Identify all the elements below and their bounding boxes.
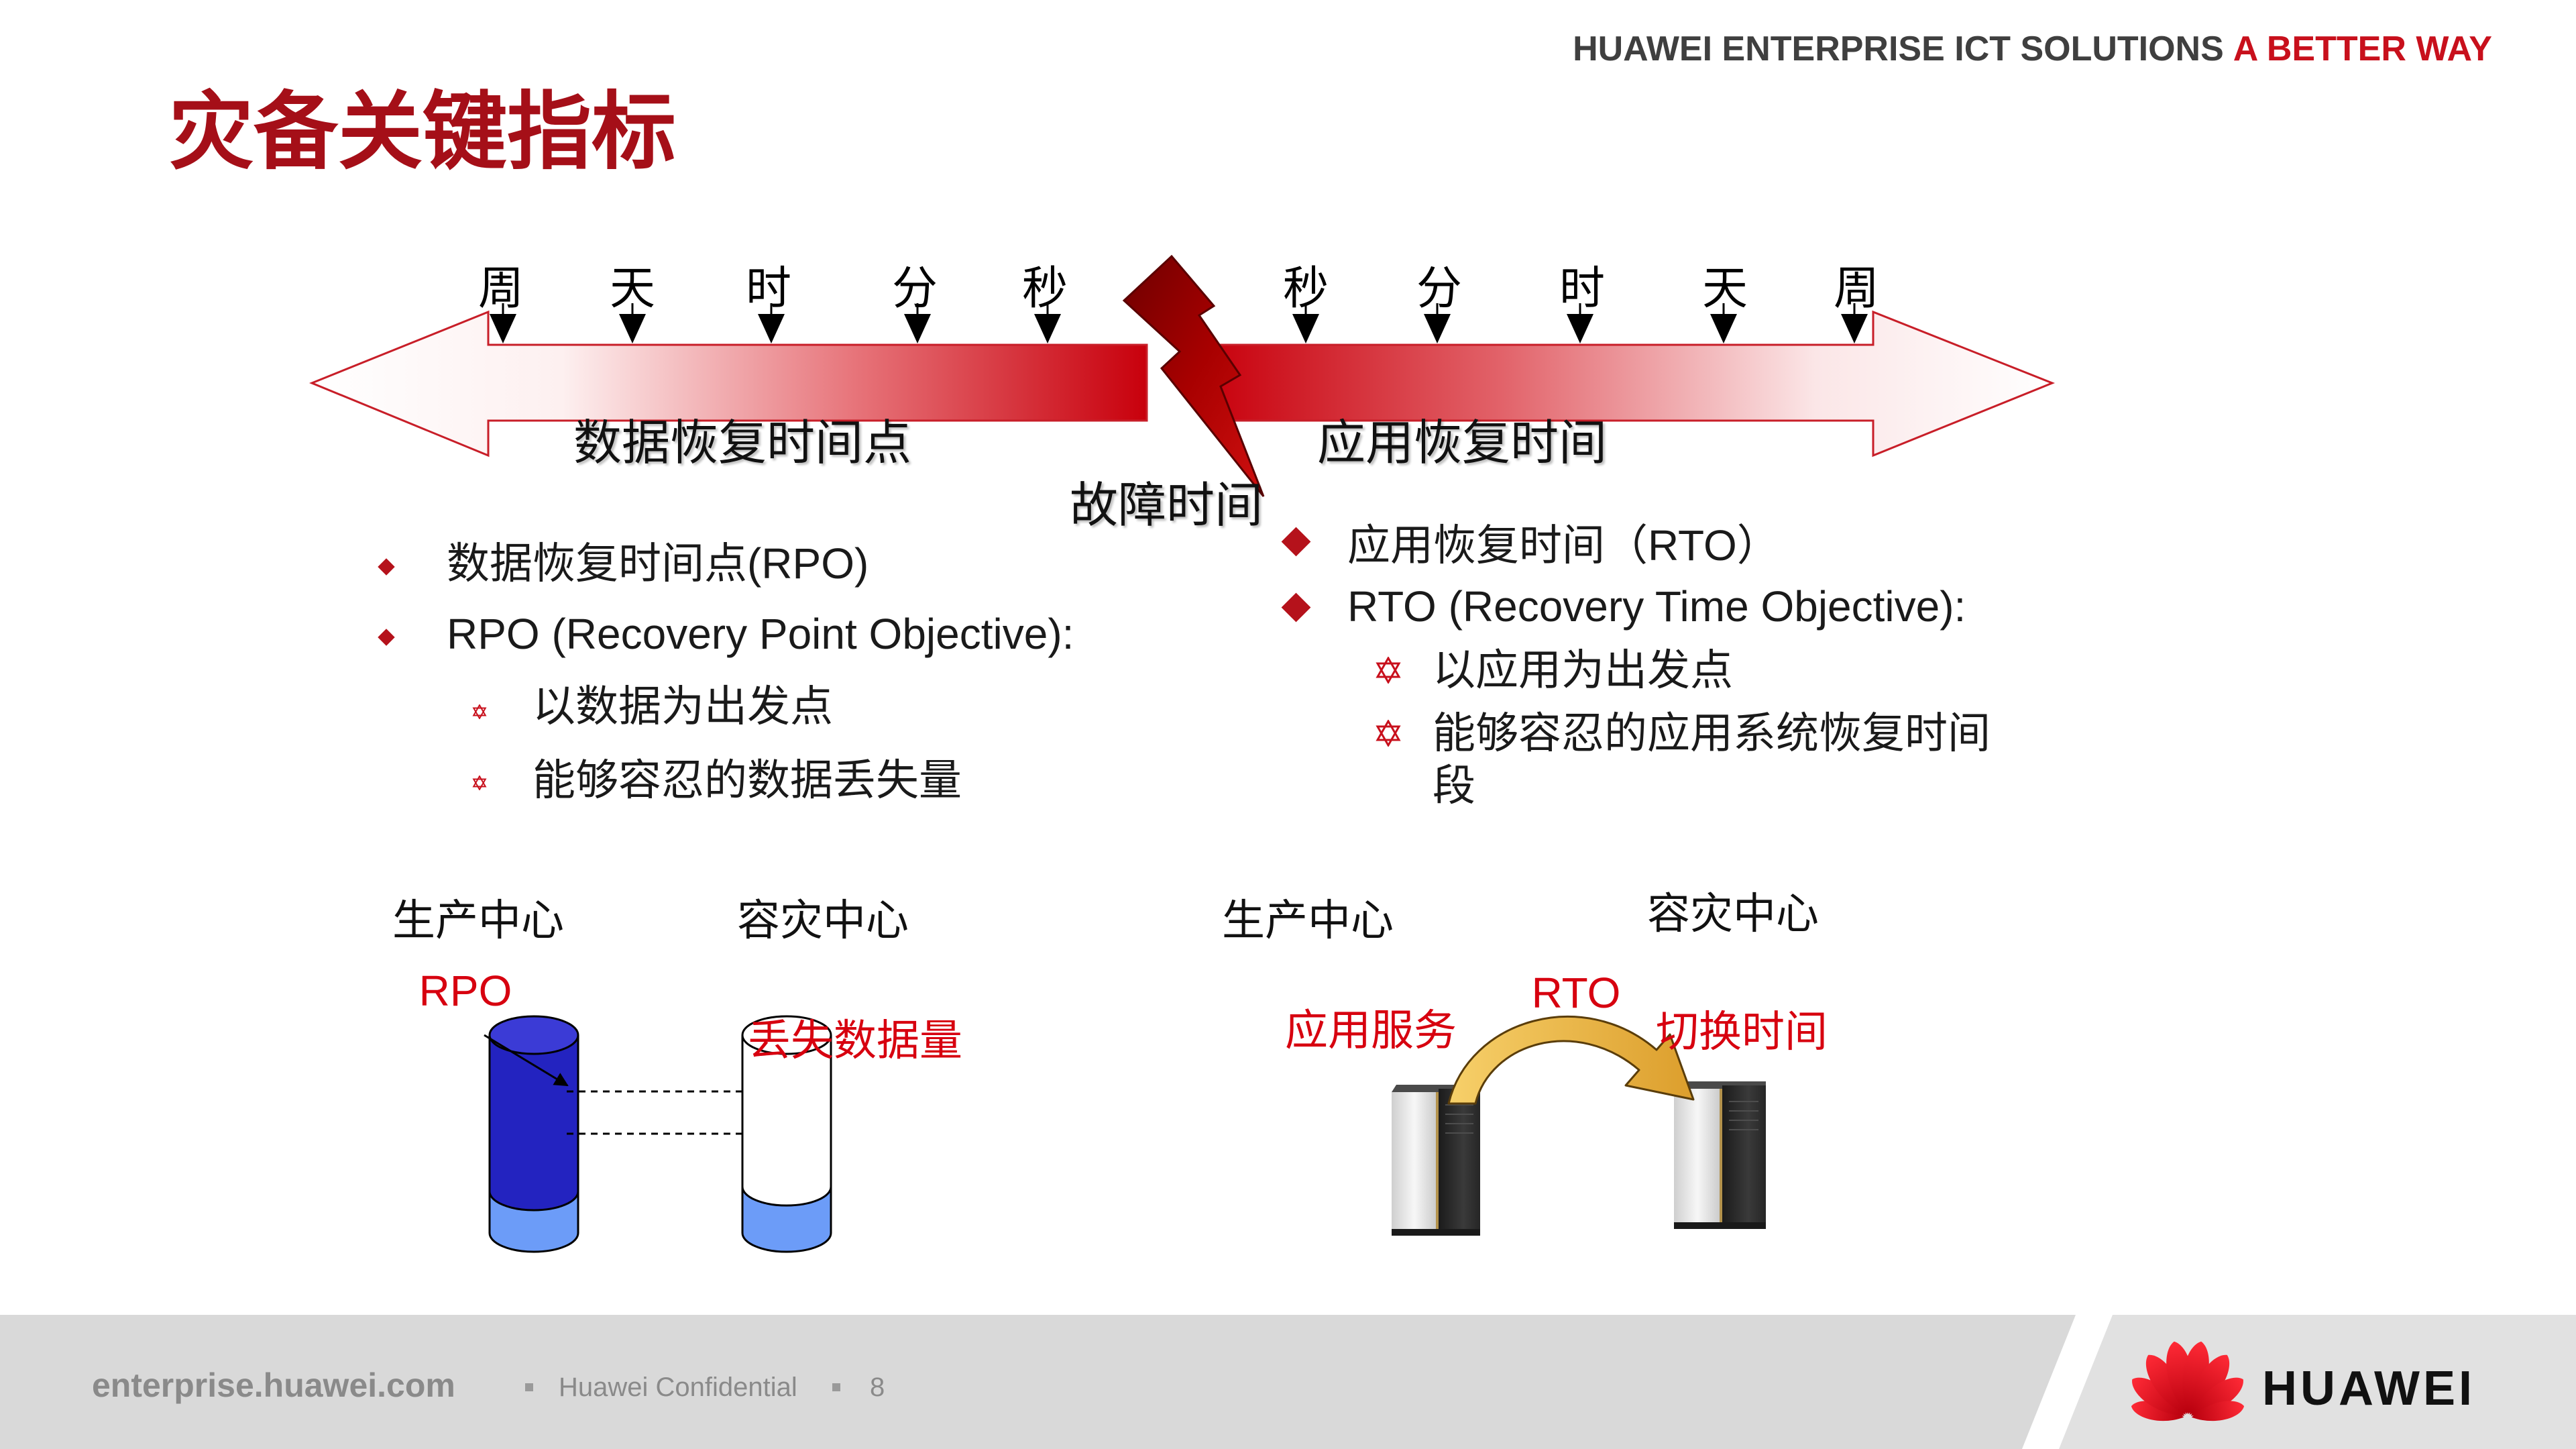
page-title: 灾备关键指标 [169,85,676,179]
logo-petal [2191,1401,2245,1421]
future-tick-label: 周 [1833,263,1880,314]
production-server-icon [1392,1085,1480,1236]
footer-confidential: Huawei Confidential [559,1373,797,1402]
rto-bullet: 应用恢复时间（RTO） [1347,521,1780,570]
star-bullet-icon [472,775,487,794]
timeline-tick-markers [490,303,1868,343]
rpo-metric-label: RPO [418,967,512,1015]
tick-marker [490,303,516,343]
recovery-point-label: 数据恢复时间点 [573,417,912,470]
logo-petal [2190,1354,2230,1415]
logo-petal [2145,1354,2186,1415]
future-tick-label: 时 [1559,263,1606,314]
tick-marker [1710,303,1737,343]
curved-arrow-icon [1447,1016,1695,1105]
header-tagline: A BETTER WAY [2233,30,2492,68]
huawei-logo-icon [2131,1341,2245,1421]
star-bullet-icon [472,704,487,722]
rpo-bullet: 数据恢复时间点(RPO) [447,539,869,588]
tick-marker [904,303,931,343]
rpo-sub-bullet: 能够容忍的数据丢失量 [533,756,962,804]
rto-sub-bullet: 能够容忍的应用系统恢复时间段 [1433,709,1991,810]
production-database-icon [488,1015,579,1253]
dr-database-icon [741,1015,832,1253]
dr-server-icon [1674,1081,1766,1229]
tick-marker [619,303,646,343]
rpo-bullet: RPO (Recovery Point Objective): [447,610,1074,658]
tick-marker [1567,303,1593,343]
switchover-time-label: 切换时间 [1656,1008,1828,1056]
data-loss-label: 丢失数据量 [748,1016,962,1065]
footer-separator-icon [832,1383,840,1391]
rto-bullet: RTO (Recovery Time Objective): [1347,582,1966,631]
tick-marker [758,303,785,343]
future-tick-label: 天 [1701,263,1748,314]
rto-production-site-label: 生产中心 [1222,896,1394,945]
footer-website: enterprise.huawei.com [92,1366,455,1404]
past-tick-label: 时 [745,263,792,314]
footer-band [0,1315,2576,1449]
rpo-sub-bullet: 以数据为出发点 [533,682,833,731]
rpo-production-site-label: 生产中心 [392,896,564,945]
data-loss-guides [567,1090,742,1135]
rpo-pointer-arrow [484,1034,569,1087]
star-bullet-icon [1375,718,1402,750]
lightning-icon [1122,254,1265,497]
logo-petal [2131,1401,2184,1421]
tick-marker [1424,303,1451,343]
logo-petal [2190,1377,2243,1416]
tick-marker [1292,303,1319,343]
footer-separator-icon [525,1383,533,1391]
recovery-time-label: 应用恢复时间 [1317,417,1608,470]
failure-time-label: 故障时间 [1069,479,1264,533]
future-tick-label: 分 [1416,263,1463,314]
rto-dr-site-label: 容灾中心 [1647,890,1819,938]
past-tick-label: 天 [609,263,656,314]
tick-marker [1034,303,1061,343]
app-service-label: 应用服务 [1285,1006,1457,1055]
tick-marker [1841,303,1868,343]
past-timeline-arrow [309,310,1148,458]
header-brand: HUAWEI ENTERPRISE ICT SOLUTIONS [1573,30,2224,68]
rpo-dr-site-label: 容灾中心 [737,896,909,945]
past-tick-label: 周 [478,263,524,314]
future-timeline-arrow [1206,310,2056,458]
star-bullet-icon [1375,655,1402,687]
past-tick-label: 分 [891,263,938,314]
future-tick-label: 秒 [1282,263,1329,314]
past-tick-label: 秒 [1021,263,1068,314]
page-number: 8 [870,1373,885,1402]
logo-petal [2182,1341,2209,1415]
rto-metric-label: RTO [1531,969,1621,1017]
logo-petal [2132,1377,2185,1416]
huawei-logo-text: HUAWEI [2262,1362,2475,1415]
rto-sub-bullet: 以应用为出发点 [1433,646,1733,694]
